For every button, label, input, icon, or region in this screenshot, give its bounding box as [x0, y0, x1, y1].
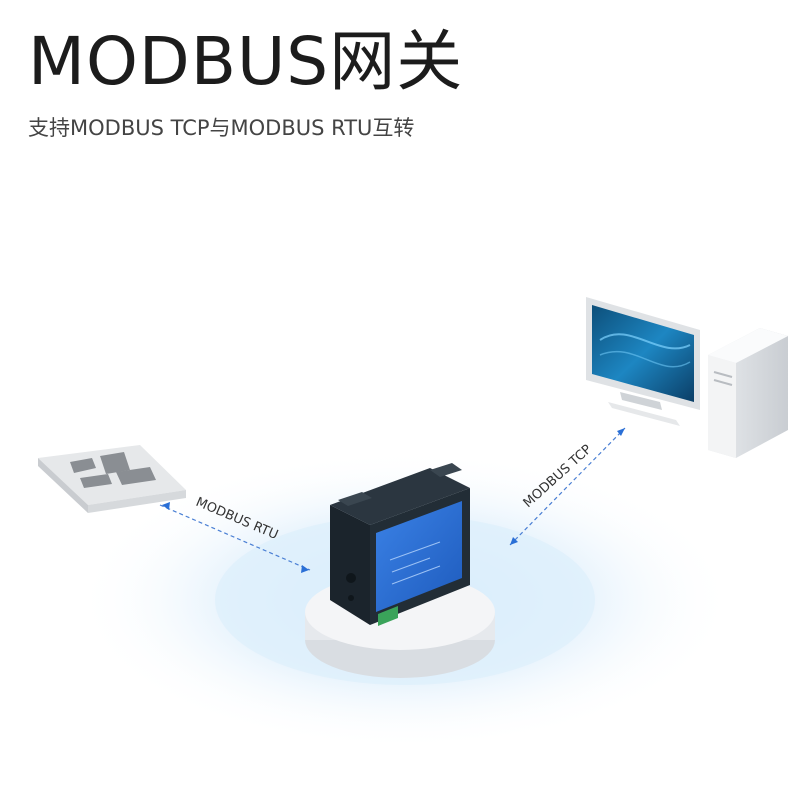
rtu-link-line	[159, 502, 311, 573]
page-title: MODBUS网关	[28, 23, 464, 100]
modbus-gateway-device	[330, 463, 470, 626]
page-subtitle: 支持MODBUS TCP与MODBUS RTU互转	[28, 116, 415, 140]
computer-workstation-icon	[586, 297, 788, 458]
rtu-device-icon	[38, 445, 186, 513]
tcp-link-line	[509, 427, 626, 546]
